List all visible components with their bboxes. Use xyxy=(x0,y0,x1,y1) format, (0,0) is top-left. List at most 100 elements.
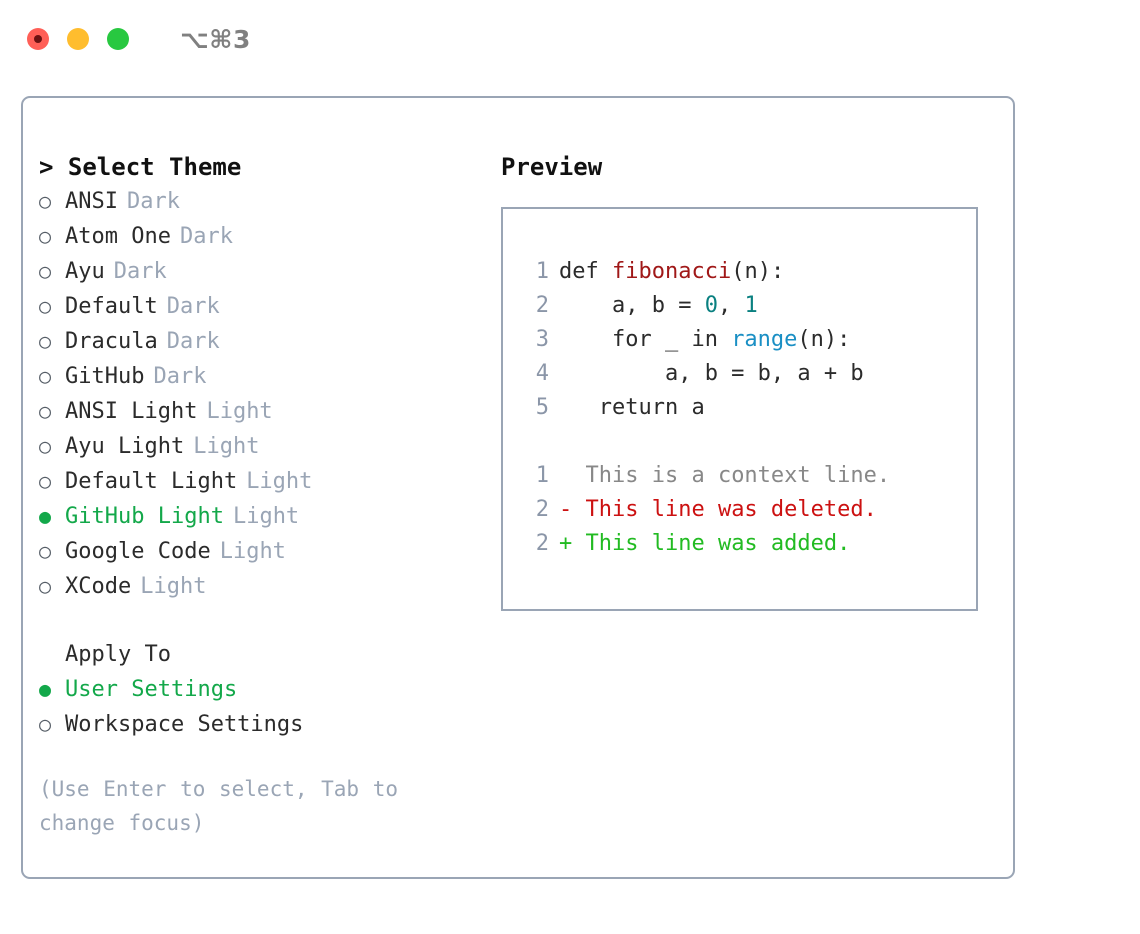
theme-option-github-light[interactable]: ● GitHub Light Light xyxy=(39,499,501,534)
apply-to-option-workspace-settings[interactable]: ○ Workspace Settings xyxy=(39,707,501,742)
diff-line-del: 2- This line was deleted. xyxy=(521,493,976,527)
code-token-plain: a, b = xyxy=(559,293,705,318)
theme-variant-badge: Dark xyxy=(166,294,220,319)
theme-option-label: Dracula xyxy=(65,329,158,354)
preview-header: Preview xyxy=(501,153,603,181)
radio-selected-icon: ● xyxy=(39,677,52,701)
diff-marker xyxy=(559,459,572,493)
theme-variant-badge: Light xyxy=(193,434,260,459)
theme-variant-badge: Dark xyxy=(153,364,207,389)
apply-to-option-label: Workspace Settings xyxy=(65,712,304,737)
radio-unselected-icon: ○ xyxy=(39,574,52,598)
code-token-plain: (n): xyxy=(731,259,785,284)
code-token-plain: for _ in xyxy=(559,327,732,352)
diff-line-ctx: 1 This is a context line. xyxy=(521,459,976,493)
theme-option-label: Google Code xyxy=(65,539,211,564)
code-line-number: 1 xyxy=(535,259,549,284)
diff-line-number: 2 xyxy=(535,531,549,556)
diff-text: This is a context line. xyxy=(572,463,891,488)
code-line-number: 5 xyxy=(535,395,549,420)
theme-variant-badge: Light xyxy=(246,469,313,494)
theme-option-label: ANSI Light xyxy=(65,399,198,424)
theme-option-label: GitHub Light xyxy=(65,504,224,529)
code-token-plain: def xyxy=(559,259,612,284)
theme-variant-badge: Dark xyxy=(126,189,180,214)
theme-option-label: Atom One xyxy=(65,224,171,249)
apply-to-option-label: User Settings xyxy=(65,677,238,702)
close-button-icon[interactable] xyxy=(27,28,49,50)
diff-text: This line was added. xyxy=(572,531,851,556)
code-token-num: 1 xyxy=(744,293,758,318)
code-token-call: range xyxy=(731,327,798,352)
diff-line-number: 1 xyxy=(535,463,549,488)
radio-unselected-icon: ○ xyxy=(39,469,52,493)
theme-option-ayu[interactable]: ○ Ayu Dark xyxy=(39,254,501,289)
radio-unselected-icon: ○ xyxy=(39,294,52,318)
theme-option-label: GitHub xyxy=(65,364,145,389)
minimize-button-icon[interactable] xyxy=(67,28,89,50)
radio-unselected-icon: ○ xyxy=(39,364,52,388)
code-line-number: 2 xyxy=(535,293,549,318)
code-token-plain: , xyxy=(717,293,745,318)
code-token-plain: return a xyxy=(559,395,705,420)
theme-variant-badge: Dark xyxy=(166,329,220,354)
theme-option-default[interactable]: ○ Default Dark xyxy=(39,289,501,324)
theme-option-google-code[interactable]: ○ Google Code Light xyxy=(39,534,501,569)
radio-unselected-icon: ○ xyxy=(39,399,52,423)
traffic-lights xyxy=(27,28,129,50)
diff-marker: + xyxy=(559,531,573,556)
radio-unselected-icon: ○ xyxy=(39,329,52,353)
code-token-fn: fibonacci xyxy=(611,259,732,284)
theme-variant-badge: Dark xyxy=(179,224,233,249)
theme-variant-badge: Dark xyxy=(113,259,167,284)
code-line-number: 4 xyxy=(535,361,549,386)
diff-marker: - xyxy=(559,497,573,522)
code-line: 5 return a xyxy=(521,391,976,425)
radio-unselected-icon: ○ xyxy=(39,224,52,248)
apply-to-header: Apply To xyxy=(65,642,171,667)
theme-option-label: Default xyxy=(65,294,158,319)
radio-unselected-icon: ○ xyxy=(39,539,52,563)
theme-option-label: Ayu Light xyxy=(65,434,185,459)
theme-option-atom-one[interactable]: ○ Atom One Dark xyxy=(39,219,501,254)
code-line: 4 a, b = b, a + b xyxy=(521,357,976,391)
code-token-plain: a, b = b, a + b xyxy=(559,361,864,386)
maximize-button-icon[interactable] xyxy=(107,28,129,50)
radio-unselected-icon: ○ xyxy=(39,259,52,283)
code-token-plain: (n): xyxy=(797,327,851,352)
theme-option-xcode[interactable]: ○ XCode Light xyxy=(39,569,501,604)
theme-option-label: XCode xyxy=(65,574,132,599)
theme-option-github[interactable]: ○ GitHub Dark xyxy=(39,359,501,394)
radio-unselected-icon: ○ xyxy=(39,434,52,458)
keyboard-shortcut-label: ⌥⌘3 xyxy=(180,24,251,54)
diff-line-add: 2 + This line was added. xyxy=(521,527,976,561)
radio-unselected-icon: ○ xyxy=(39,712,52,736)
apply-to-list: ● User Settings ○ Workspace Settings xyxy=(39,672,501,742)
theme-variant-badge: Light xyxy=(140,574,207,599)
code-token-num: 0 xyxy=(704,293,718,318)
code-line: 3 for _ in range(n): xyxy=(521,323,976,357)
code-line-number: 3 xyxy=(535,327,549,352)
title-bar: ⌥⌘3 xyxy=(0,0,1140,78)
theme-option-dracula[interactable]: ○ Dracula Dark xyxy=(39,324,501,359)
code-line: 1 def fibonacci(n): xyxy=(521,255,976,289)
radio-selected-icon: ● xyxy=(39,504,52,528)
theme-variant-badge: Light xyxy=(219,539,286,564)
select-theme-header: > Select Theme xyxy=(39,153,242,181)
apply-to-option-user-settings[interactable]: ● User Settings xyxy=(39,672,501,707)
theme-variant-badge: Light xyxy=(232,504,300,529)
theme-option-label: ANSI xyxy=(65,189,118,214)
diff-text: This line was deleted. xyxy=(572,497,877,522)
theme-option-label: Ayu xyxy=(65,259,105,284)
theme-option-ayu-light[interactable]: ○ Ayu Light Light xyxy=(39,429,501,464)
diff-sample: 1 This is a context line.2- This line wa… xyxy=(521,459,976,561)
